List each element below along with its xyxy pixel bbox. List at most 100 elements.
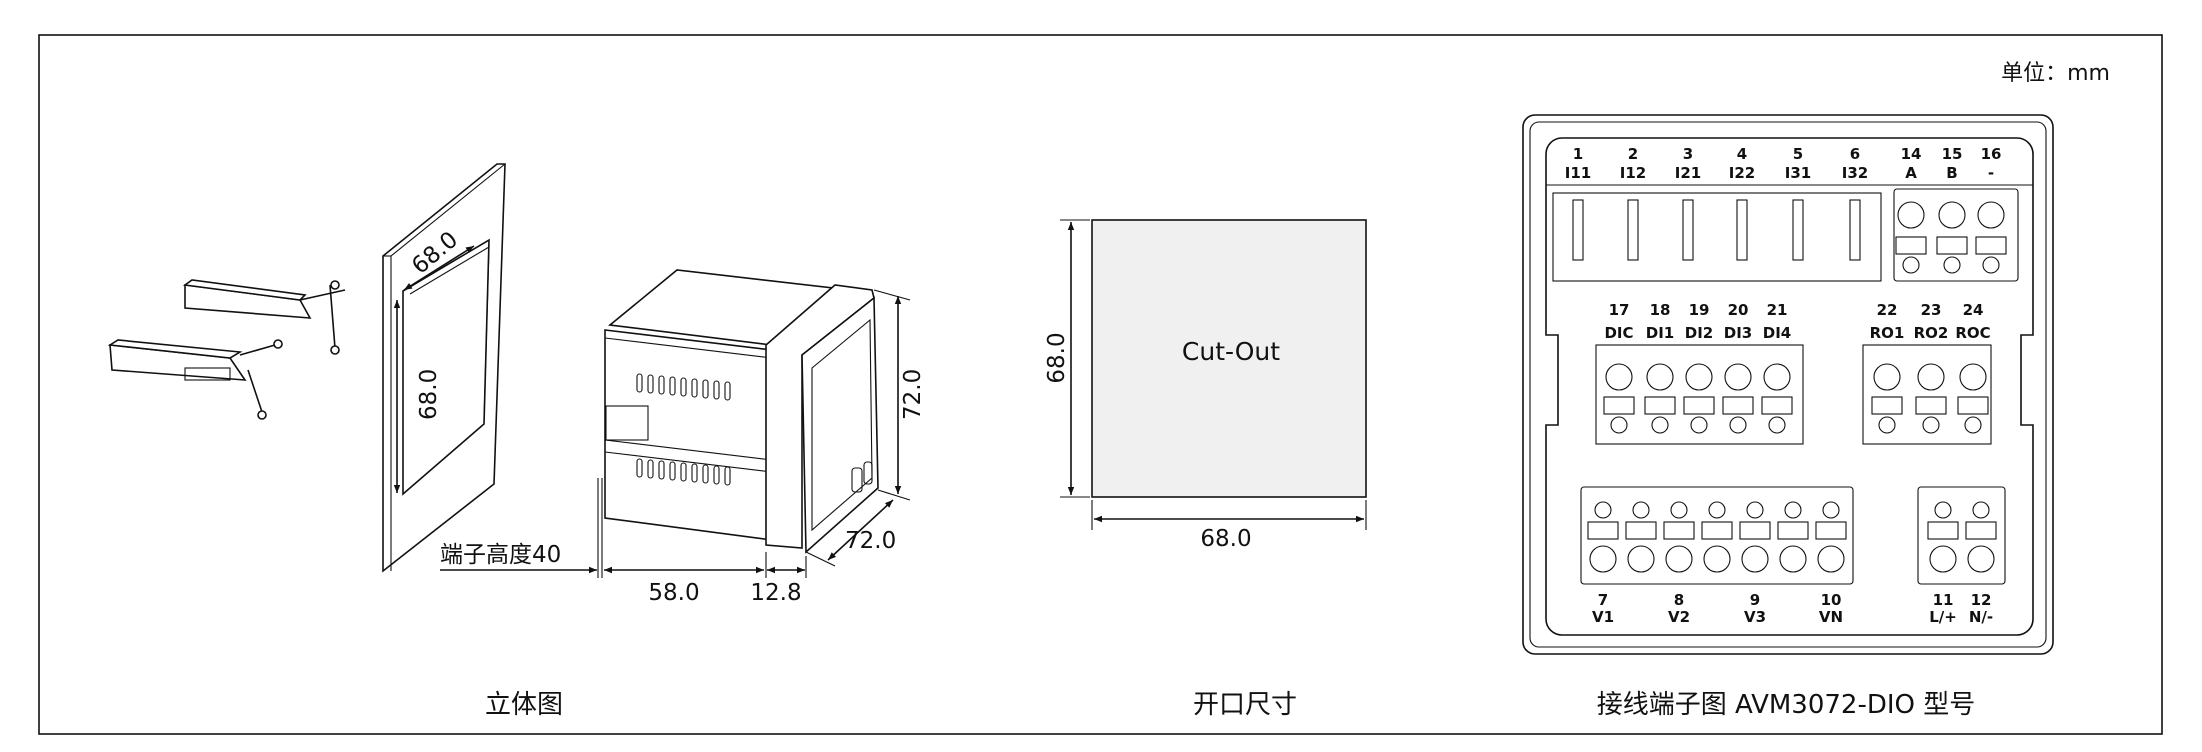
wire-entry-icon (1822, 501, 1840, 519)
ct-slot (1736, 199, 1748, 261)
wire-entry-icon (1594, 501, 1612, 519)
wire-entry-icon (1964, 416, 1982, 434)
cutout-width-dim: 68.0 (1200, 526, 1251, 552)
wire-clamp (1871, 396, 1903, 415)
terminal-number: 2 (1628, 145, 1638, 163)
terminal-name: DI1 (1646, 324, 1674, 342)
unit-label: 单位：mm (2001, 61, 2110, 86)
wire-clamp (1936, 236, 1968, 255)
terminal-number: 1 (1573, 145, 1583, 163)
wire-entry-icon (1943, 256, 1961, 274)
terminal-number: 19 (1689, 301, 1710, 319)
terminal-name: I11 (1565, 164, 1591, 182)
wire-clamp (1701, 521, 1733, 540)
wire-entry-icon (1708, 501, 1726, 519)
terminal-number: 22 (1877, 301, 1898, 319)
ct-slot (1792, 199, 1804, 261)
wire-clamp (1895, 236, 1927, 255)
terminal-name: N/- (1969, 608, 1993, 626)
wire-entry-icon (1670, 501, 1688, 519)
cutout-height-dim: 68.0 (416, 369, 442, 420)
screw-hole-icon (1703, 545, 1731, 573)
terminal-name: I31 (1785, 164, 1811, 182)
power-terminal-block (1917, 486, 2006, 585)
screw-hole-icon (1917, 363, 1945, 391)
screw-hole-icon (1873, 363, 1901, 391)
wire-clamp (1587, 521, 1619, 540)
wire-clamp (1644, 396, 1676, 415)
terminal-name: L/+ (1929, 608, 1957, 626)
terminal-name: I32 (1842, 164, 1868, 182)
terminal-name: DI4 (1763, 324, 1791, 342)
wire-clamp (1957, 396, 1989, 415)
wire-entry-icon (1690, 416, 1708, 434)
mounting-clip (107, 339, 283, 420)
terminal-name: V3 (1744, 608, 1766, 626)
wiring-caption: 接线端子图 AVM3072-DIO 型号 (1597, 690, 1976, 720)
screw-hole-icon (1763, 363, 1791, 391)
terminal-name: RO1 (1870, 324, 1905, 342)
ct-slot (1682, 199, 1694, 261)
terminal-name: DI3 (1724, 324, 1752, 342)
comm-terminal-block (1893, 188, 2019, 282)
isometric-view: 68.0 68.0 72.0 72.0 (107, 163, 926, 720)
cutout-label: Cut-Out (1182, 337, 1280, 366)
wire-clamp (1625, 521, 1657, 540)
screw-hole-icon (1724, 363, 1752, 391)
terminal-number: 4 (1737, 145, 1747, 163)
wire-entry-icon (1610, 416, 1628, 434)
wire-entry-icon (1768, 416, 1786, 434)
wire-entry-icon (1784, 501, 1802, 519)
cutout-height-dim: 68.0 (1044, 332, 1070, 383)
voltage-terminal-block (1580, 486, 1854, 585)
wire-entry-icon (1746, 501, 1764, 519)
screw-hole-icon (1959, 363, 1987, 391)
screw-hole-icon (1779, 545, 1807, 573)
rear-housing-inner (1545, 137, 2034, 636)
wire-clamp (1975, 236, 2007, 255)
terminal-name: V2 (1668, 608, 1690, 626)
wire-entry-icon (1972, 501, 1990, 519)
terminal-name: V1 (1592, 608, 1614, 626)
terminal-number: 8 (1674, 591, 1684, 609)
terminal-name: - (1988, 164, 1994, 182)
height-dim: 72.0 (900, 369, 926, 420)
terminal-name: I12 (1620, 164, 1646, 182)
vent-slots (636, 373, 731, 486)
isometric-caption: 立体图 (485, 690, 563, 720)
wire-clamp (1683, 396, 1715, 415)
screw-hole-icon (1938, 201, 1966, 229)
cutout-square (1091, 219, 1367, 498)
wire-clamp (1739, 521, 1771, 540)
width-dim: 72.0 (845, 528, 896, 554)
depth-dim: 58.0 (648, 580, 699, 606)
terminal-number: 5 (1793, 145, 1803, 163)
terminal-name: I21 (1675, 164, 1701, 182)
wire-entry-icon (1729, 416, 1747, 434)
screw-hole-icon (1646, 363, 1674, 391)
current-terminal-block (1552, 192, 1882, 282)
terminal-number: 23 (1921, 301, 1942, 319)
screw-hole-icon (1817, 545, 1845, 573)
screw-hole-icon (1685, 363, 1713, 391)
wire-clamp (1761, 396, 1793, 415)
screw-hole-icon (1977, 201, 2005, 229)
cutout-view: Cut-Out 68.0 68.0 开口尺寸 (1044, 219, 1367, 720)
terminal-name: VN (1819, 608, 1843, 626)
screw-hole-icon (1967, 545, 1995, 573)
wire-clamp (1915, 396, 1947, 415)
screw-hole-icon (1627, 545, 1655, 573)
ro-terminal-block (1862, 344, 1992, 445)
wire-clamp (1663, 521, 1695, 540)
bezel-depth-dim: 12.8 (750, 580, 801, 606)
terminal-name: B (1946, 164, 1957, 182)
terminal-number: 20 (1728, 301, 1749, 319)
terminal-name: DI2 (1685, 324, 1713, 342)
wire-clamp (1815, 521, 1847, 540)
terminal-number: 7 (1598, 591, 1608, 609)
wire-clamp (1603, 396, 1635, 415)
terminal-number: 16 (1981, 145, 2002, 163)
